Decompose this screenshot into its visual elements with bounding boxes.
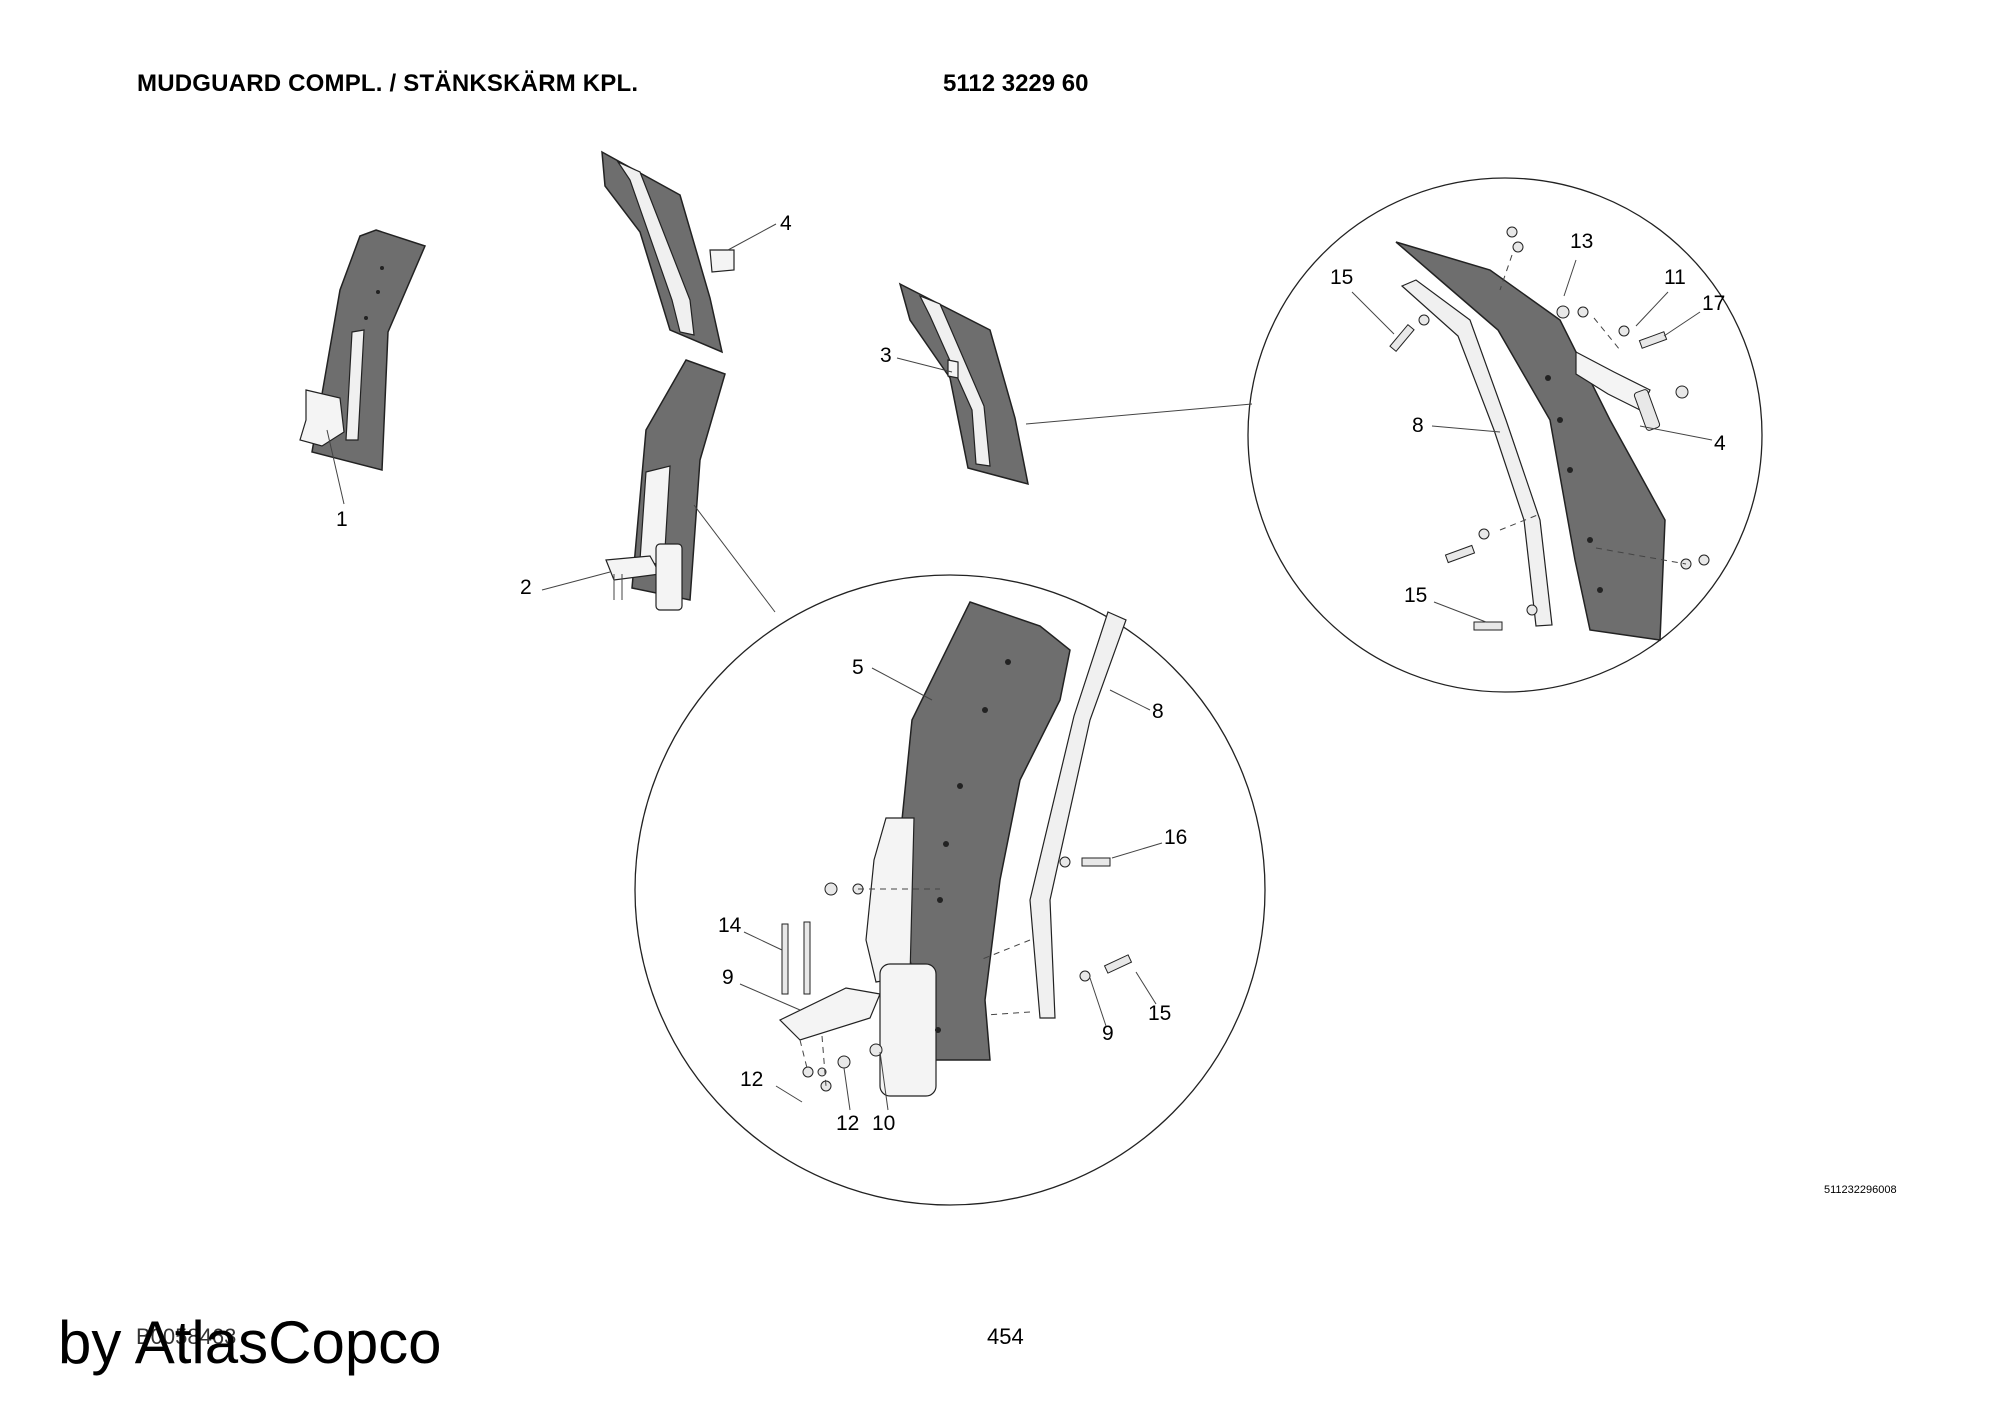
callout-15-upper: 15 bbox=[1330, 266, 1353, 289]
document-id: B0058463 bbox=[136, 1324, 237, 1349]
callout-4-detail: 4 bbox=[1714, 432, 1726, 455]
callout-14: 14 bbox=[718, 914, 742, 937]
callout-8-lower: 8 bbox=[1152, 700, 1164, 723]
callout-16: 16 bbox=[1164, 826, 1187, 849]
callout-3: 3 bbox=[880, 344, 892, 367]
watermark: by AtlasCopco bbox=[58, 1309, 442, 1376]
callout-17: 17 bbox=[1702, 292, 1725, 315]
callout-9-right: 9 bbox=[1102, 1022, 1114, 1045]
callout-15-mid: 15 bbox=[1404, 584, 1427, 607]
callout-10: 10 bbox=[872, 1112, 895, 1135]
detail-circle-upper bbox=[1247, 177, 1763, 693]
callout-12-left: 12 bbox=[740, 1068, 763, 1091]
page-title: MUDGUARD COMPL. / STÄNKSKÄRM KPL. bbox=[137, 70, 639, 97]
callout-11: 11 bbox=[1664, 266, 1686, 289]
callout-1: 1 bbox=[336, 508, 348, 531]
part-2-mudguard bbox=[605, 359, 726, 611]
part-4-mudguard bbox=[601, 150, 735, 354]
part-1-mudguard bbox=[299, 229, 427, 471]
callout-13: 13 bbox=[1570, 230, 1593, 253]
callout-9-left: 9 bbox=[722, 966, 734, 989]
drawing-number: 511232296008 bbox=[1824, 1184, 1897, 1196]
callout-15-lower: 15 bbox=[1148, 1002, 1171, 1025]
detail-upper-assembly bbox=[1389, 226, 1710, 641]
detail-circle-lower bbox=[634, 574, 1266, 1206]
callout-2: 2 bbox=[520, 576, 532, 599]
detail-lower-assembly bbox=[778, 601, 1133, 1097]
callout-5: 5 bbox=[852, 656, 864, 679]
callout-12-right: 12 bbox=[836, 1112, 859, 1135]
callout-4-top: 4 bbox=[780, 212, 792, 235]
part-number: 5112 3229 60 bbox=[943, 70, 1089, 97]
part-3-mudguard bbox=[898, 282, 1029, 486]
callout-8-upper: 8 bbox=[1412, 414, 1424, 437]
page-number: 454 bbox=[987, 1324, 1024, 1349]
